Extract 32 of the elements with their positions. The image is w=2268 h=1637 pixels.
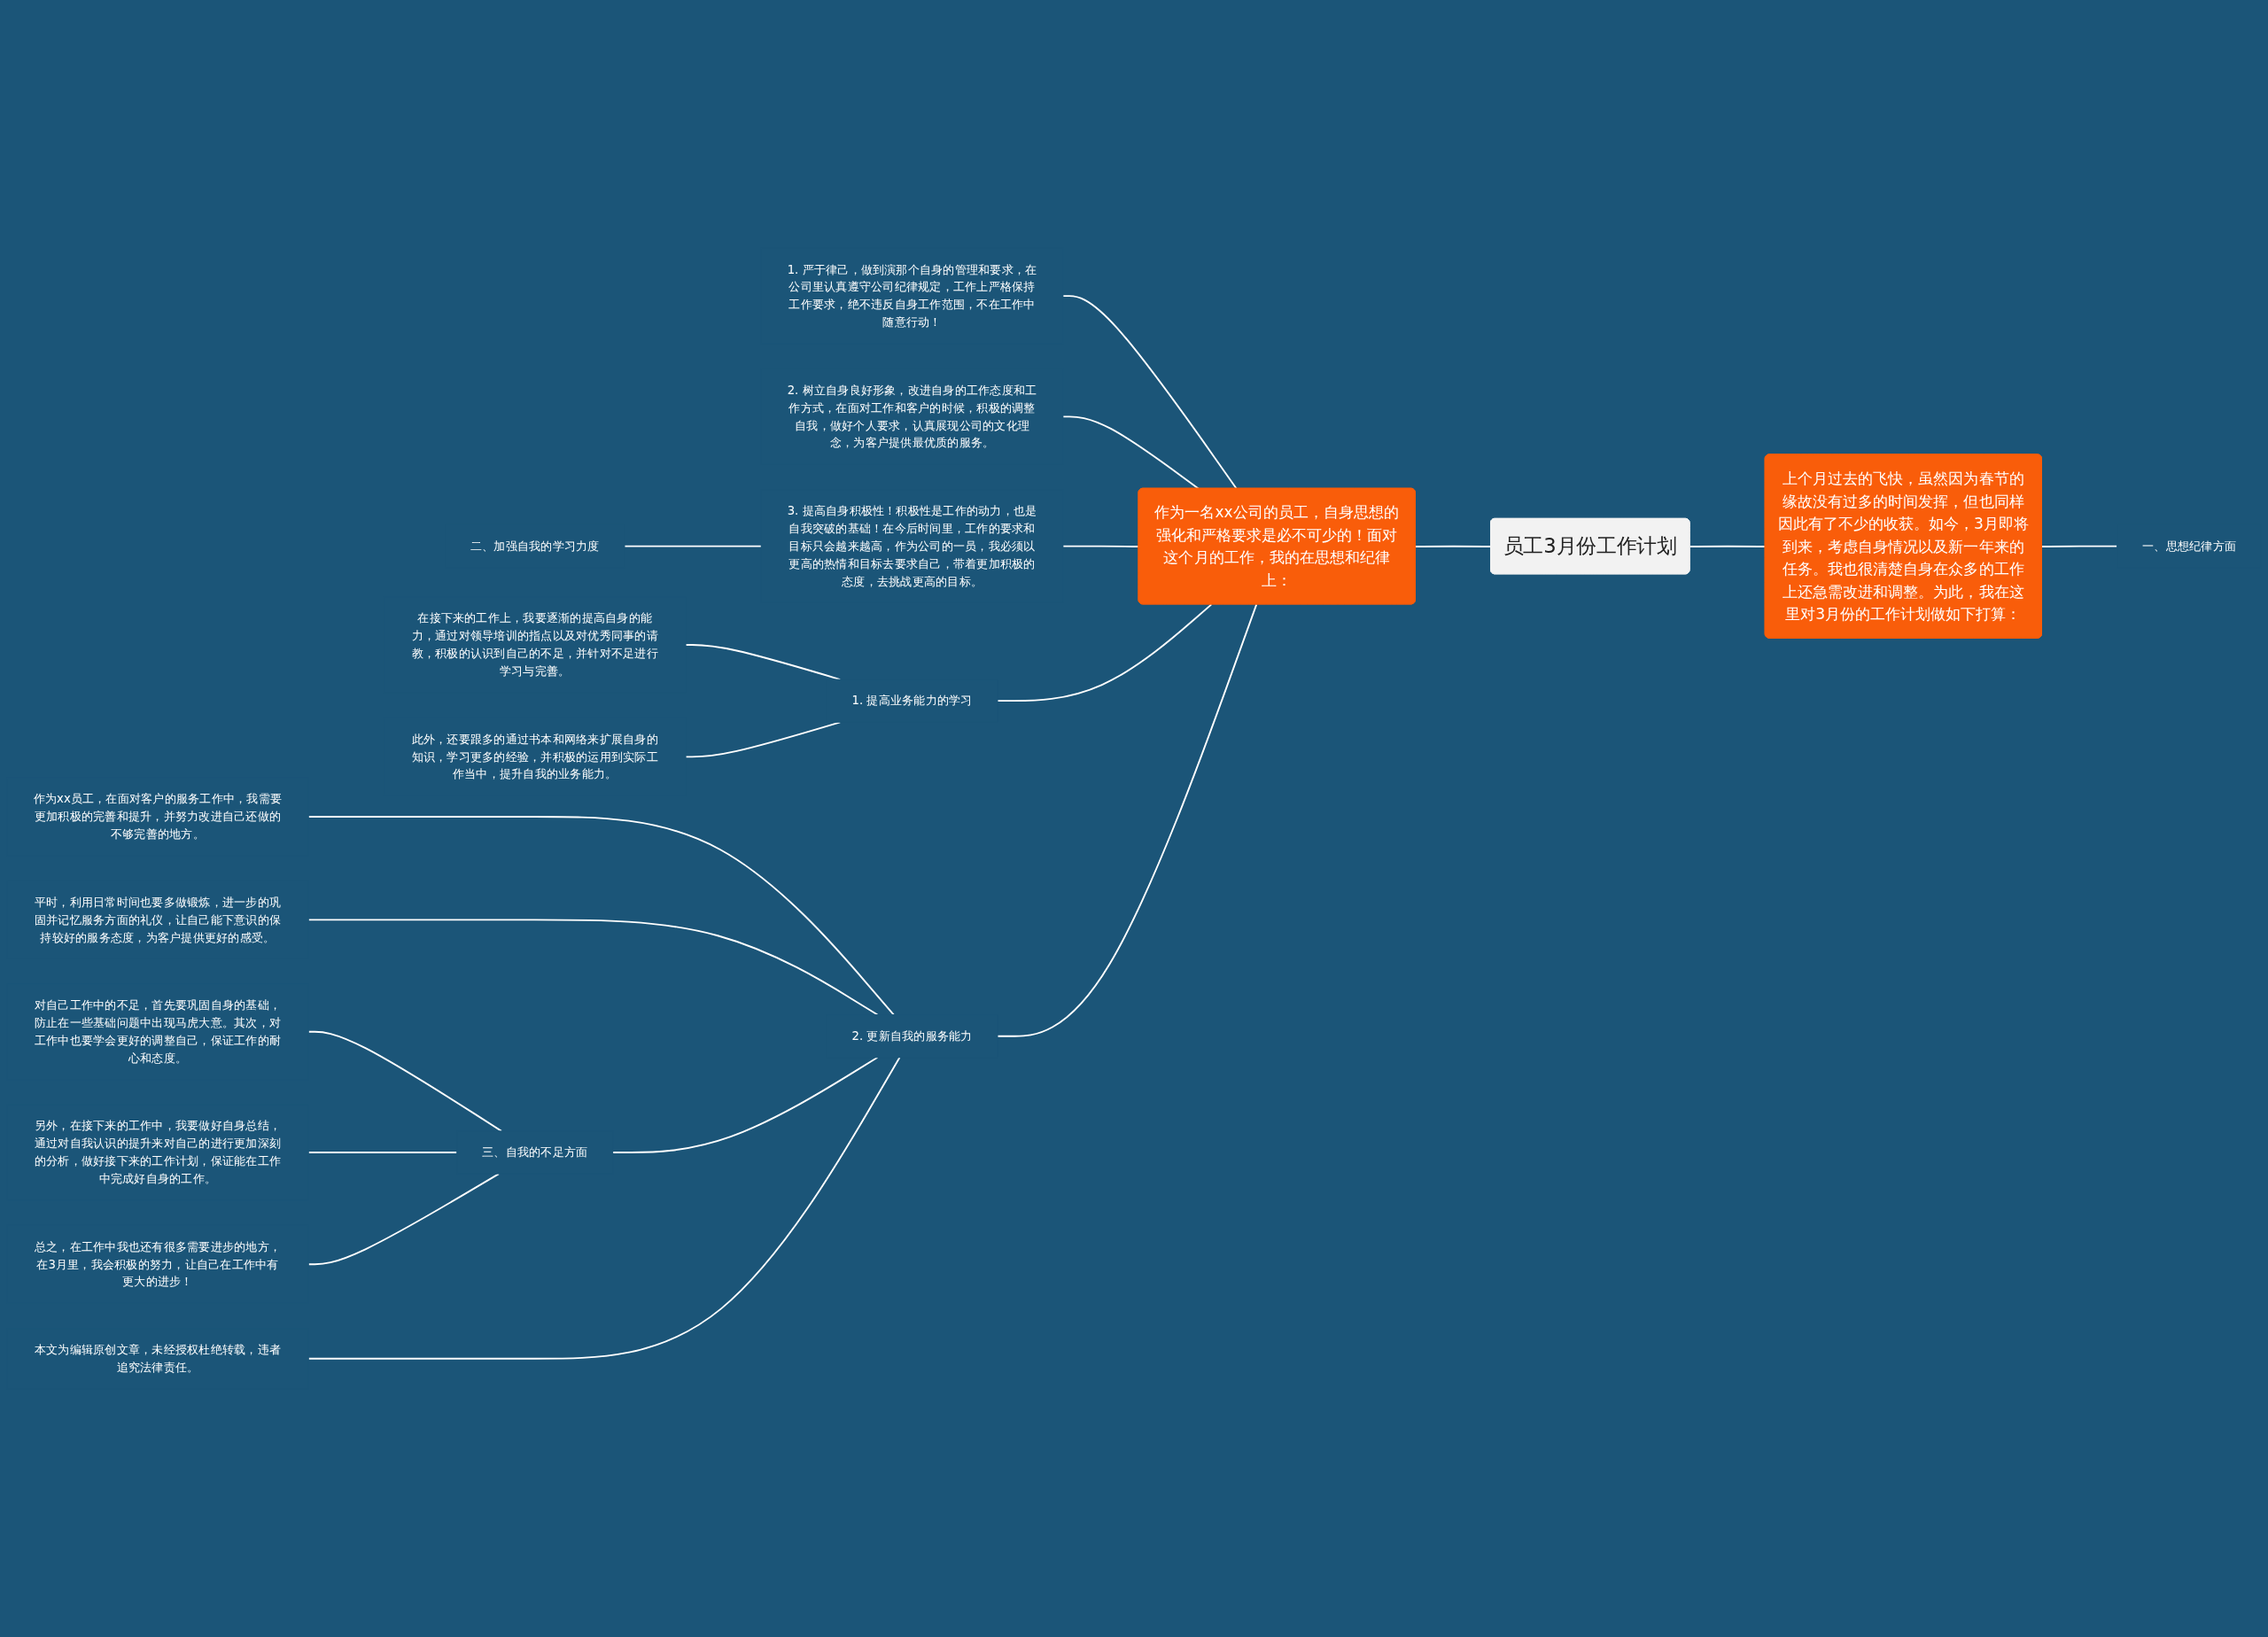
connector <box>307 919 879 1016</box>
node-text: 对自己工作中的不足，首先要巩固自身的基础，防止在一些基础问题中出现马虎大意。其次，对工作中也要学会更好的调整自己，保证工作的耐心和态度。 <box>34 997 282 1065</box>
connector <box>2041 545 2118 547</box>
connector <box>307 1030 502 1132</box>
node-text: 总之，在工作中我也还有很多需要进步的地方，在3月里，我会积极的努力，让自己在工作中有更大的进步！ <box>34 1239 282 1289</box>
connector <box>611 1056 879 1153</box>
node-text: 平时，利用日常时间也要多做锻炼，进一步的巩固并记忆服务方面的礼仪，让自己能下意识的保持较好的服务态度，为客户提供更好的感受。 <box>34 895 282 944</box>
connector <box>1689 545 1767 547</box>
connector <box>1061 415 1200 490</box>
connector <box>307 1173 500 1266</box>
node-text: 1. 提高业务能力的学习 <box>851 694 973 708</box>
connector <box>1061 295 1238 490</box>
node-text: 另外，在接下来的工作中，我要做好自身总结，通过对自我认识的提升来对自己的进行更加深刻的分析，做好接下来的工作计划，保证能在工作中完成好自身的工作。 <box>34 1119 282 1185</box>
connector <box>307 1056 901 1360</box>
node-text: 2. 树立自身良好形象，改进自身的工作态度和工作方式，在面对工作和客户的时候，积极的调整自我，做好个人要求，认真展现公司的文化理念，为客户提供最优质的服务。 <box>787 383 1037 450</box>
connector <box>997 603 1213 702</box>
connector <box>624 545 763 547</box>
node-text: 此外，还要跟多的通过书本和网络来扩展自身的知识，学习更多的经验，并积极的运用到实际工作当中，提升自我的业务能力。 <box>411 732 658 781</box>
node-text: 在接下来的工作上，我要逐渐的提高自身的能力，通过对领导培训的指点以及对优秀同事的请教，积极的认识到自己的不足，并针对不足进行学习与完善。 <box>411 611 658 678</box>
node-text: 作为xx员工，在面对客户的服务工作中，我需要更加积极的完善和提升，并努力改进自己还做的不够完善的地方。 <box>33 792 283 841</box>
node-text: 二、加强自我的学习力度 <box>470 539 600 553</box>
connector <box>997 603 1258 1037</box>
node-text: 本文为编辑原创文章，未经授权杜绝转载，违者追究法律责任。 <box>34 1342 282 1374</box>
connector <box>1414 545 1492 547</box>
node-text: 三、自我的不足方面 <box>482 1144 588 1160</box>
connector <box>307 816 895 1016</box>
node-text: 2. 更新自我的服务能力 <box>851 1028 973 1043</box>
node-text: 1. 严于律己，做到演那个自身的管理和要求，在公司里认真遵守公司纪律规定，工作上严格保持工作要求，绝不违反自身工作范围，不在工作中随意行动！ <box>787 262 1037 330</box>
node-text: 3. 提高自身积极性！积极性是工作的动力，也是自我突破的基础！在今后时间里，工作的要求和目标只会越来越高，作为公司的一员，我必须以更高的热情和目标去要求自己，带着更加积极的态度，去挑战更高的目标。 <box>787 503 1037 588</box>
connector <box>1061 545 1140 547</box>
connector <box>307 1152 458 1153</box>
node-text: 一、思想纪律方面 <box>2142 539 2237 553</box>
